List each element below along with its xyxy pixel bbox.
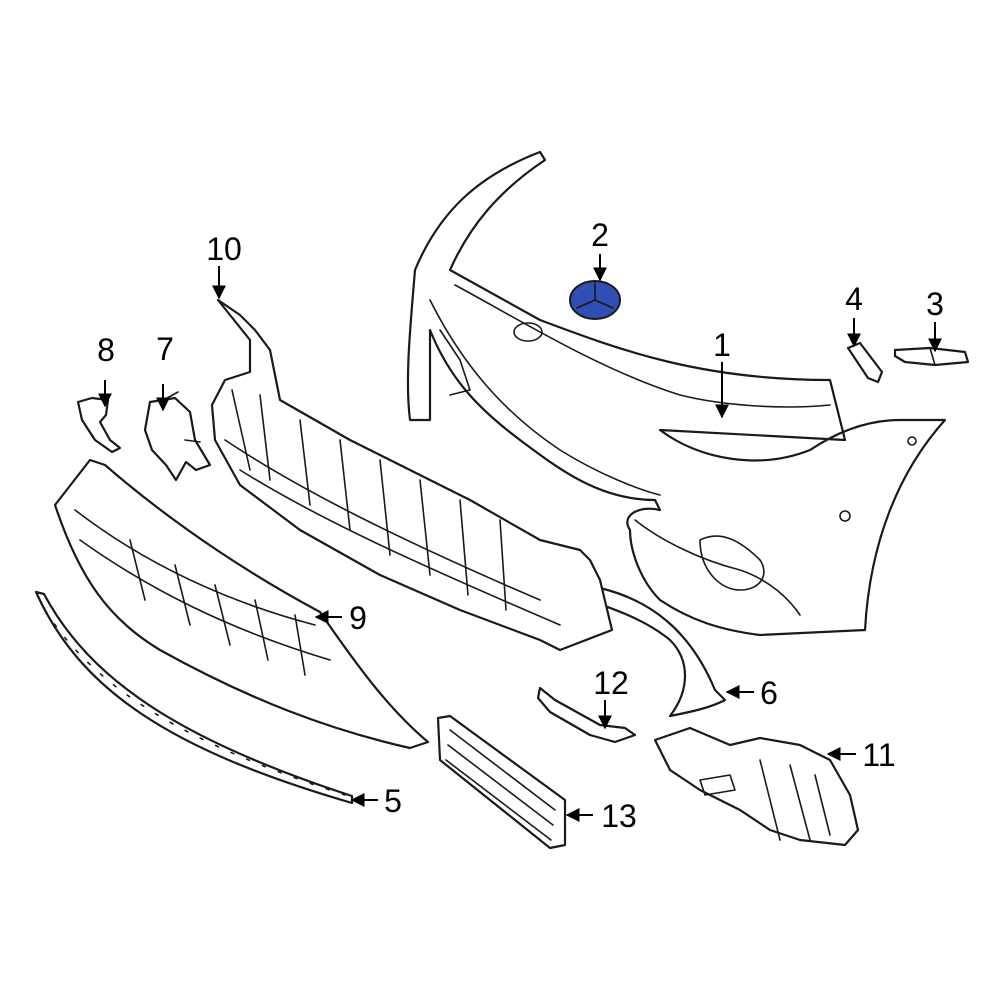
- callout-9: 9: [349, 600, 367, 636]
- callout-11: 11: [862, 737, 895, 773]
- callout-4: 4: [845, 281, 863, 317]
- callout-8: 8: [97, 332, 115, 368]
- callout-6: 6: [760, 675, 778, 711]
- part-8-small-bracket[interactable]: [76, 396, 122, 454]
- part-7-air-duct[interactable]: [143, 391, 212, 482]
- leader-lines: [98, 254, 942, 822]
- callout-12: 12: [593, 665, 629, 701]
- callout-2: 2: [591, 217, 609, 253]
- part-6-side-trim[interactable]: [558, 586, 727, 718]
- callout-5: 5: [384, 783, 402, 819]
- part-3-bracket[interactable]: [893, 346, 970, 367]
- part-13-plate-bracket[interactable]: [436, 714, 567, 850]
- part-2-emblem[interactable]: [569, 280, 621, 320]
- part-11-air-intake[interactable]: [653, 726, 860, 847]
- part-4-insert[interactable]: [846, 341, 884, 384]
- callout-labels: 1 2 3 4 5 6 7 8 9 10 11 12 13: [97, 217, 944, 834]
- callout-1: 1: [713, 327, 731, 363]
- callout-10: 10: [206, 231, 242, 267]
- part-9-lower-grille[interactable]: [53, 458, 430, 750]
- callout-13: 13: [601, 798, 637, 834]
- part-10-absorber[interactable]: [210, 298, 614, 652]
- callout-7: 7: [156, 331, 174, 367]
- part-1-bumper-cover[interactable]: [406, 150, 947, 637]
- callout-3: 3: [926, 286, 944, 322]
